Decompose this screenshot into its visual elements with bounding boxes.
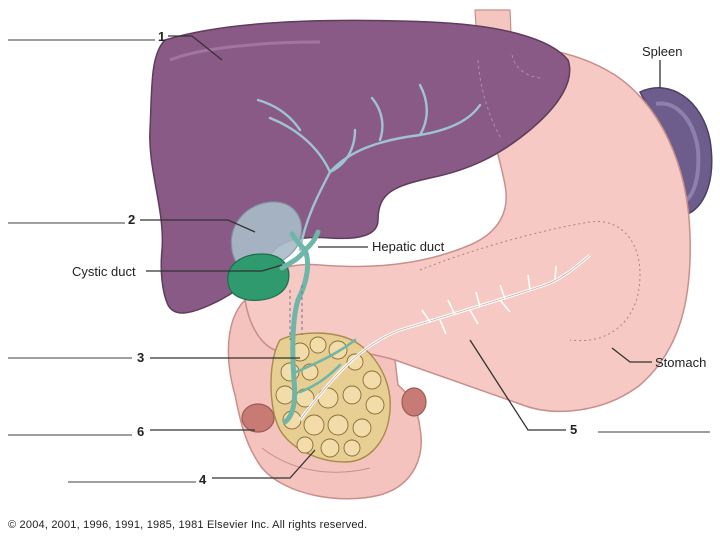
liver-hepatic-ducts (256, 83, 482, 252)
leader-5 (469, 339, 566, 431)
label-spleen: Spleen (642, 44, 682, 59)
liver-stomach-overlap-line (477, 59, 503, 141)
leader-cystic-duct (146, 264, 283, 272)
duodenum-inner-curve (261, 447, 371, 473)
leader-2 (140, 219, 256, 233)
duodenum-cut-end-left (241, 403, 275, 433)
leader-stomach (611, 347, 652, 363)
gallbladder (227, 253, 290, 301)
leader-1 (168, 35, 223, 61)
pancreas-lobules (275, 336, 385, 458)
label-cystic-duct: Cystic duct (72, 264, 136, 279)
label-number-2: 2 (128, 212, 135, 227)
label-hepatic-duct: Hepatic duct (372, 239, 445, 254)
label-stomach: Stomach (655, 355, 706, 370)
pancreatic-duct-branches (421, 265, 557, 335)
label-number-5: 5 (570, 422, 577, 437)
pancreatic-duct-outline (299, 254, 591, 421)
bile-duct-branches (294, 338, 357, 394)
label-number-6: 6 (137, 424, 144, 439)
label-number-3: 3 (137, 350, 144, 365)
leader-4 (212, 449, 316, 479)
liver-edge-shading (169, 40, 321, 62)
label-number-4: 4 (199, 472, 207, 487)
label-number-1: 1 (158, 29, 165, 44)
bile-ducts (279, 229, 321, 425)
stomach-fold-line (419, 221, 641, 342)
duodenum-cut-end-right (401, 387, 427, 417)
spleen-highlight (655, 101, 701, 204)
copyright-notice: © 2004, 2001, 1996, 1991, 1985, 1981 Els… (8, 519, 368, 531)
liver-outline-dashed (511, 54, 541, 79)
